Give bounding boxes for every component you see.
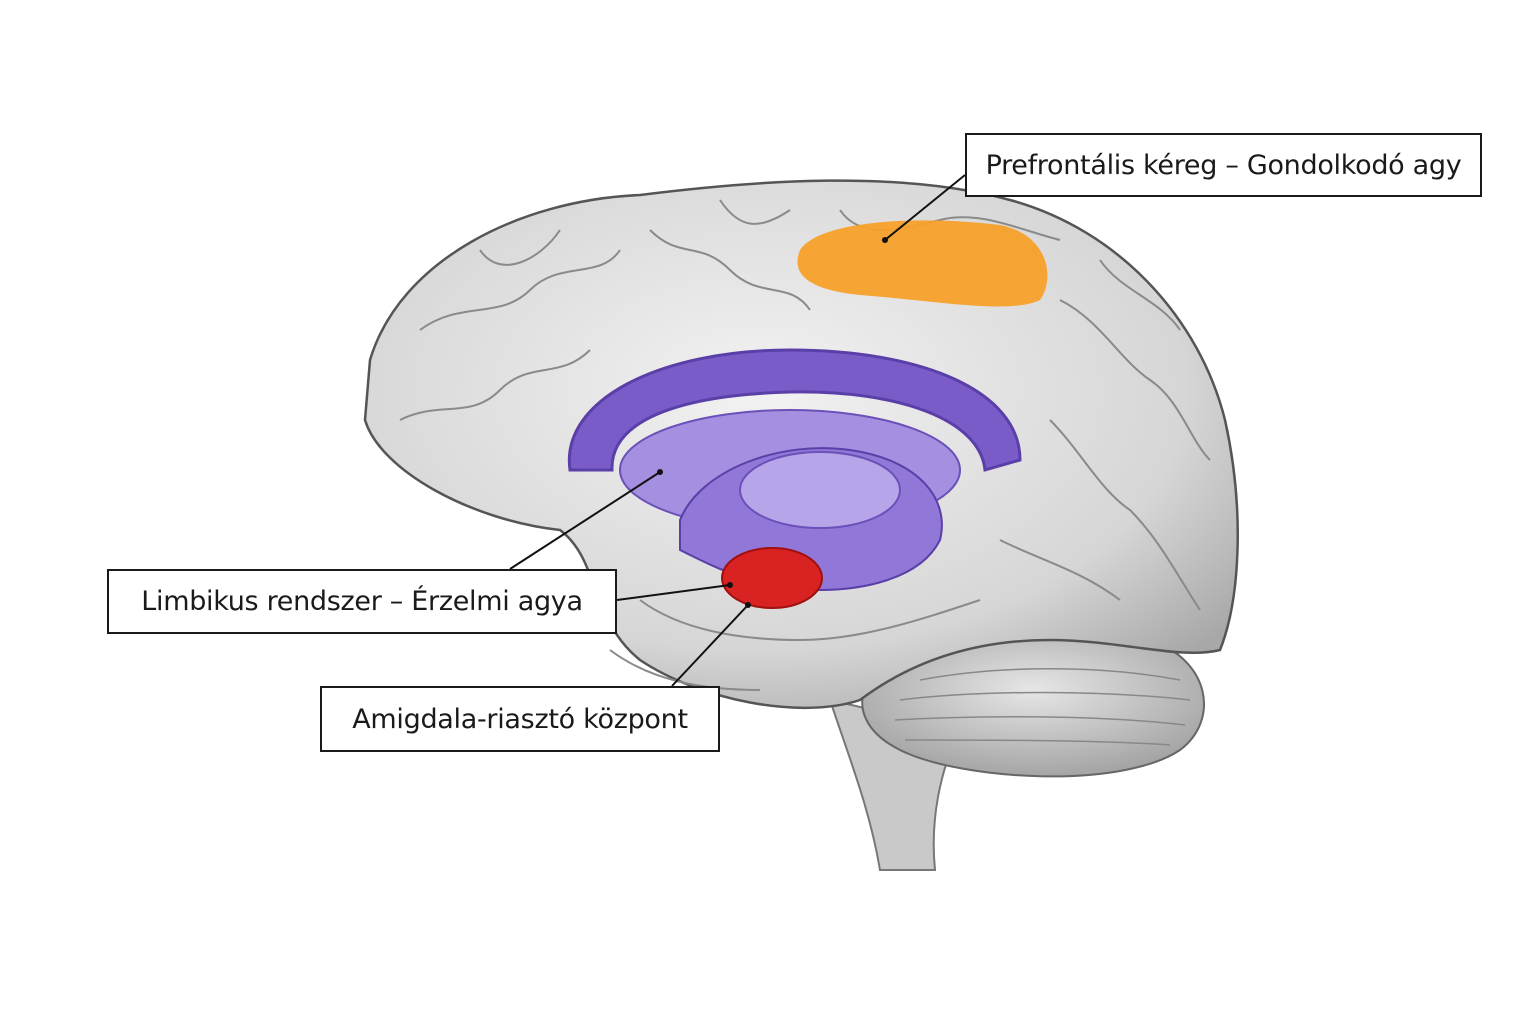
leader-lines [509, 174, 966, 687]
limbic-system [567, 348, 1022, 592]
cerebellum-folds [894, 668, 1191, 746]
amygdala-label: Amigdala-riasztó központ [320, 686, 720, 752]
prefrontal-label: Prefrontális kéreg – Gondolkodó agy [965, 133, 1482, 197]
prefrontal-cortex [797, 220, 1048, 307]
limbic-label: Limbikus rendszer – Érzelmi agya [107, 569, 617, 634]
amygdala [721, 547, 823, 609]
